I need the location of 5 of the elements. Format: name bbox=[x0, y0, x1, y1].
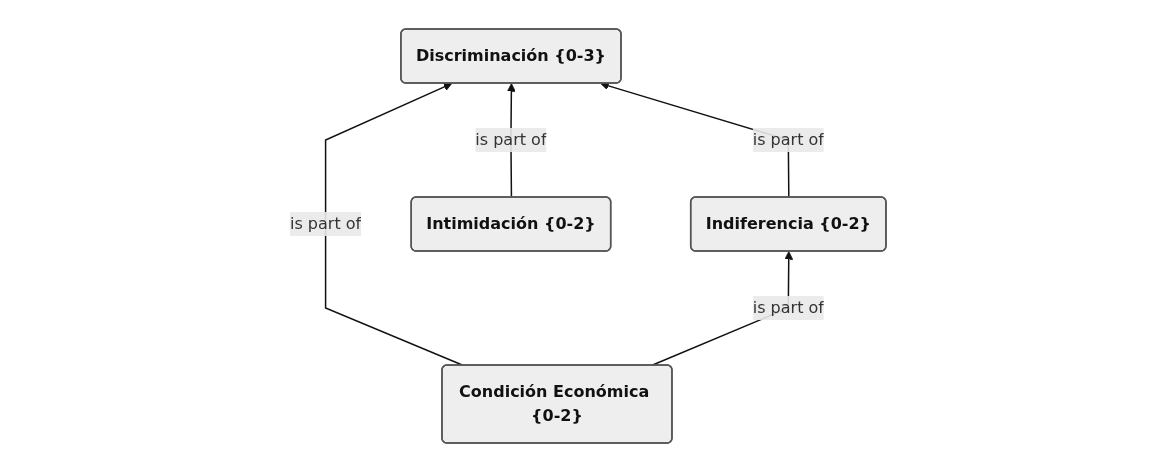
edge-label: is part of bbox=[752, 130, 824, 149]
edge-label: is part of bbox=[289, 214, 361, 233]
arrow bbox=[324, 82, 464, 367]
edge-label: is part of bbox=[474, 130, 547, 149]
edge-label: is part of bbox=[752, 298, 824, 317]
